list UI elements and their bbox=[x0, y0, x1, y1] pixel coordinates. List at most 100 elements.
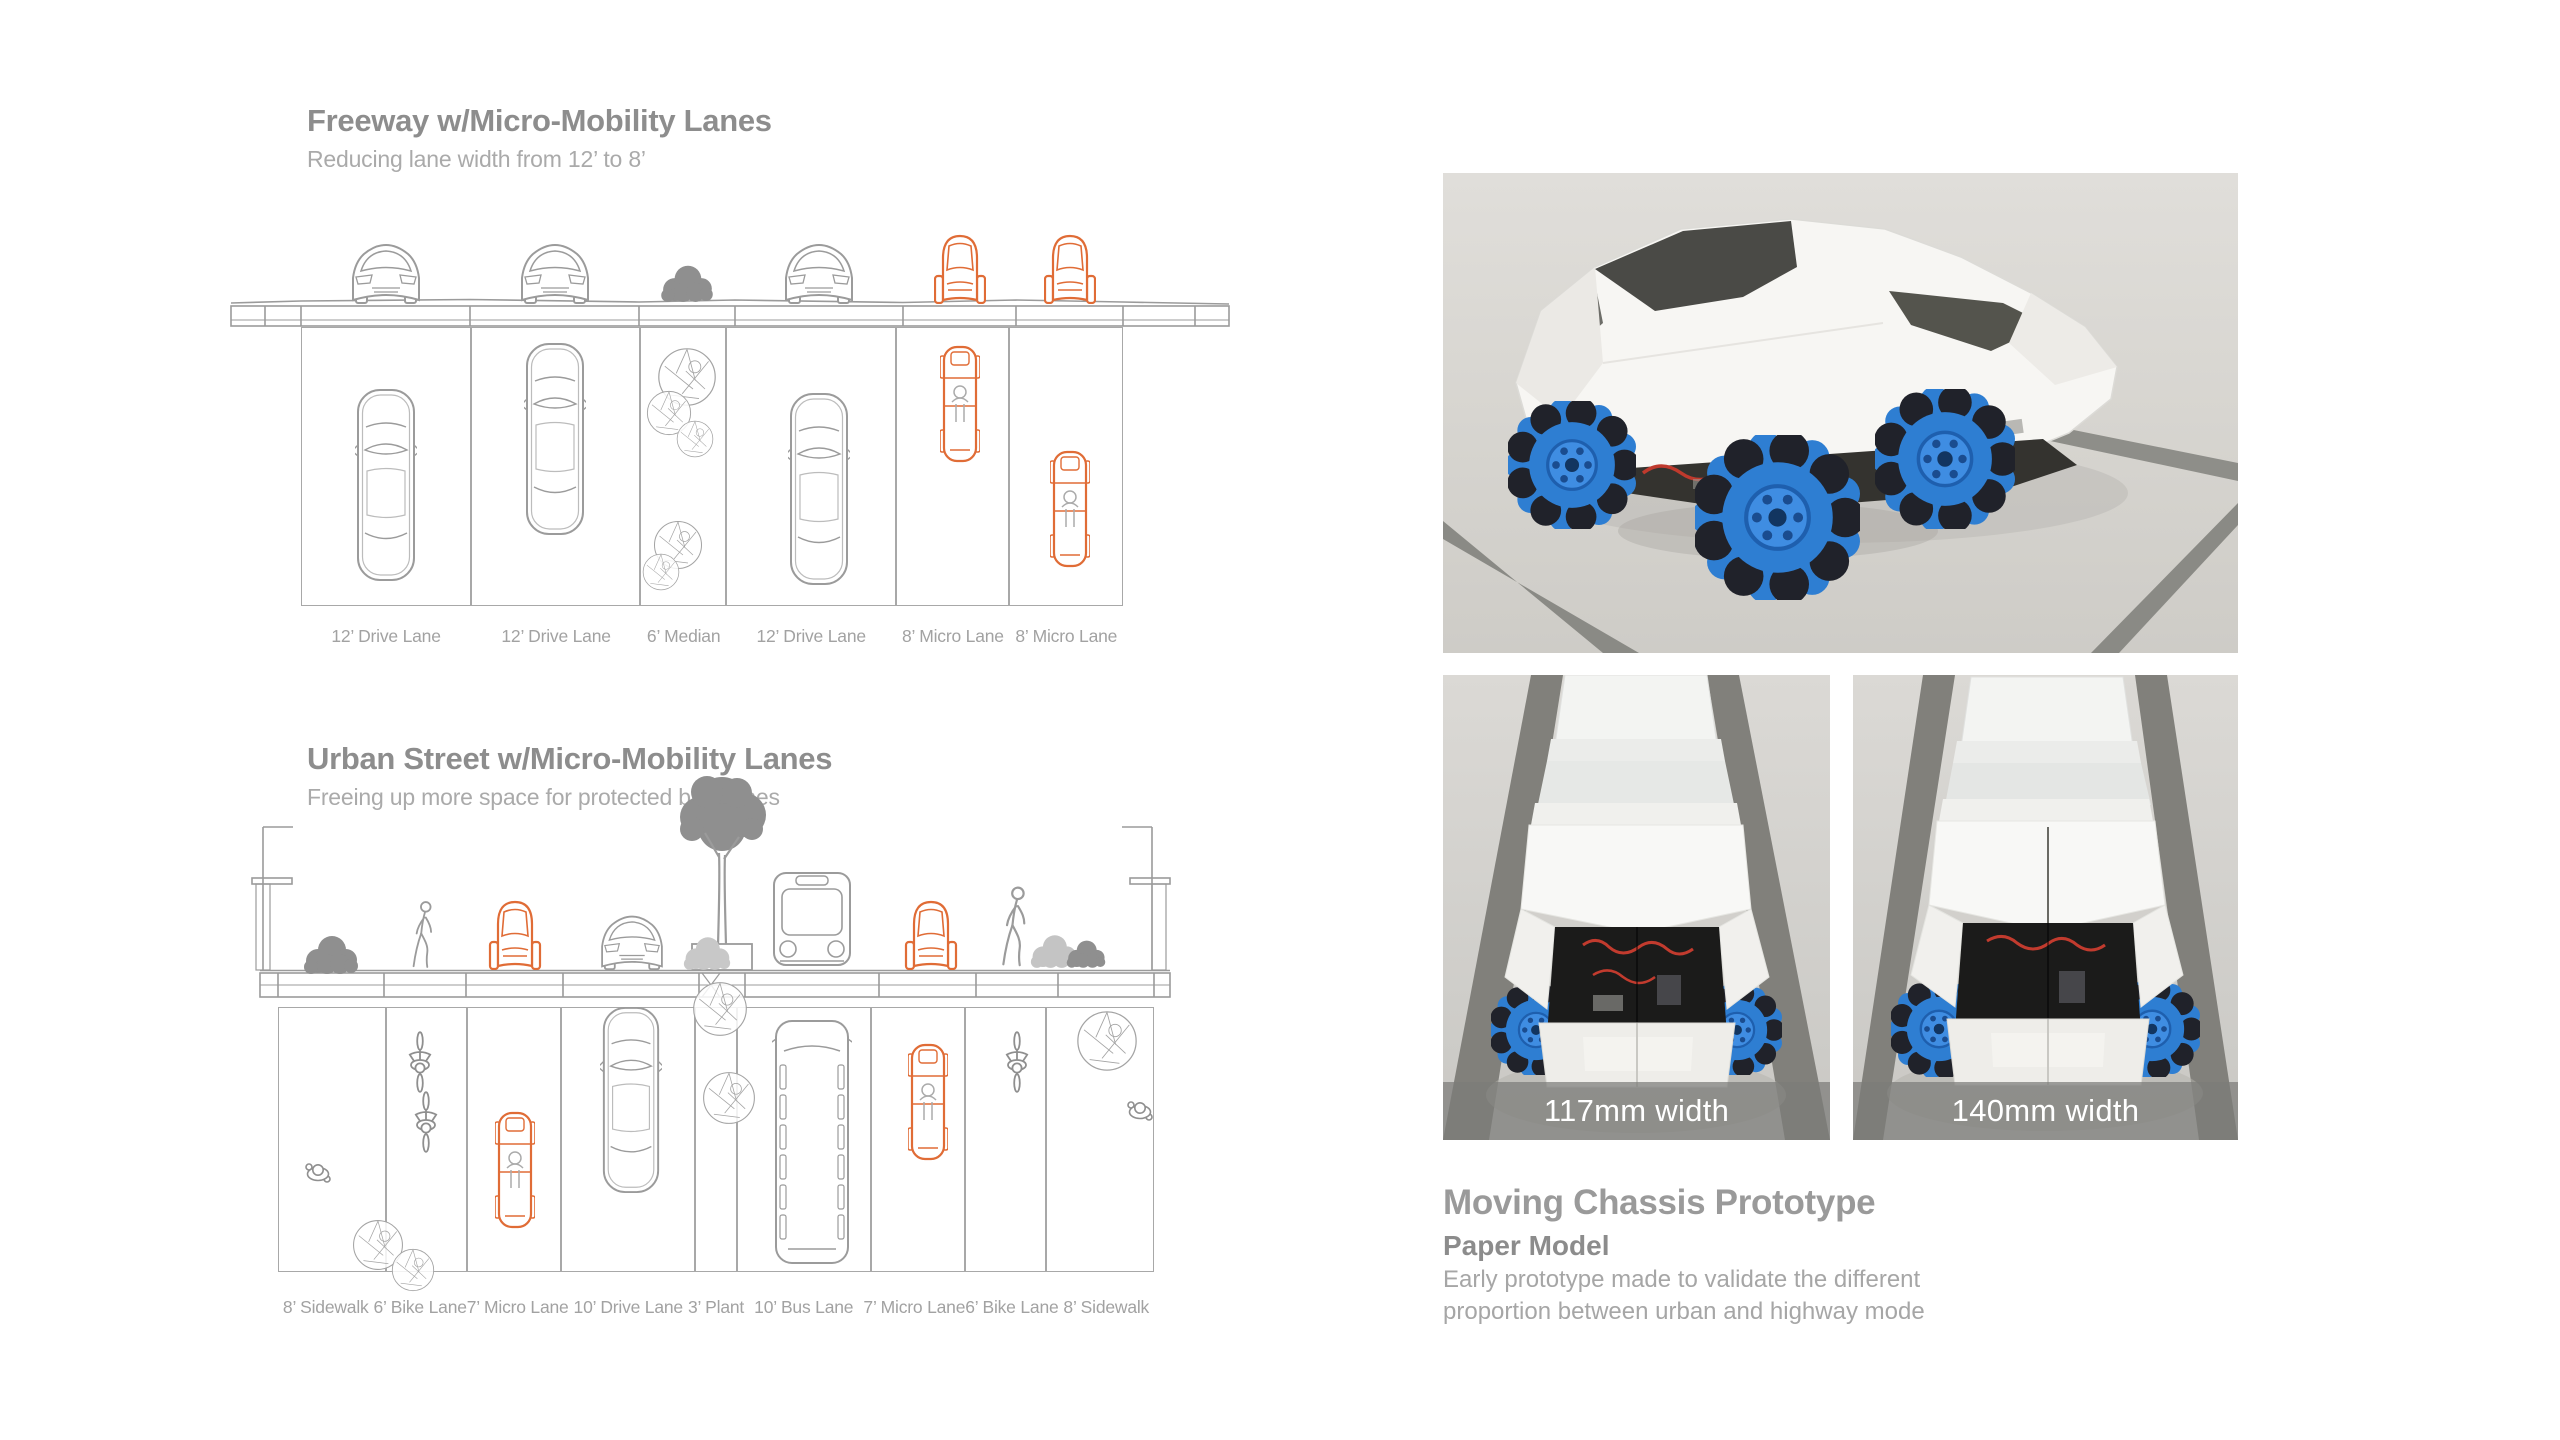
car-front-icon bbox=[352, 244, 420, 304]
prototype-117-rendering bbox=[1443, 675, 1830, 1140]
bush-icon bbox=[683, 937, 731, 970]
lane-label: 6’ Bike Lane bbox=[373, 1297, 467, 1317]
prototype-heading: Moving Chassis Prototype bbox=[1443, 1183, 1876, 1222]
tree-icon bbox=[678, 774, 768, 947]
tape-line bbox=[2135, 675, 2238, 1140]
car-front-icon bbox=[601, 915, 663, 970]
lane-label: 12’ Drive Lane bbox=[756, 626, 866, 646]
lane-label: 8’ Micro Lane bbox=[902, 626, 1004, 646]
urban-elevation-drawing bbox=[251, 774, 1171, 998]
paper-car-front bbox=[1504, 675, 1770, 1088]
photo-caption: 117mm width bbox=[1543, 1093, 1730, 1128]
prototype-description-line2: proportion between urban and highway mod… bbox=[1443, 1298, 1925, 1325]
lane-label-cell: 3’ Plant bbox=[688, 1297, 744, 1321]
lane-label-cell: 8’ Sidewalk bbox=[1059, 1297, 1154, 1321]
tree-icon bbox=[1077, 1011, 1137, 1071]
bus-front-icon bbox=[773, 872, 851, 966]
tape-line bbox=[1853, 675, 1955, 1140]
micro-vehicle-front-icon bbox=[488, 900, 542, 970]
lane-label: 6’ Median bbox=[646, 626, 721, 646]
car-top-icon bbox=[788, 393, 850, 585]
lane bbox=[695, 1007, 737, 1272]
freeway-title: Freeway w/Micro-Mobility Lanes bbox=[307, 103, 772, 138]
car-front-icon bbox=[785, 244, 853, 304]
photo-caption: 140mm width bbox=[1951, 1093, 2140, 1128]
tree-icon bbox=[703, 1072, 755, 1124]
tree-icon bbox=[642, 553, 680, 591]
bus-top-icon bbox=[772, 1020, 852, 1264]
prototype-description-line1: Early prototype made to validate the dif… bbox=[1443, 1266, 1921, 1293]
urban-title: Urban Street w/Micro-Mobility Lanes bbox=[307, 741, 833, 776]
lane-label: 12’ Drive Lane bbox=[501, 626, 611, 646]
lane-label: 3’ Plant bbox=[687, 1297, 745, 1317]
lane-label-cell: 6’ Median bbox=[641, 626, 726, 650]
prototype-140-rendering bbox=[1853, 675, 2238, 1140]
photo-caption-bar: 140mm width bbox=[1853, 1082, 2238, 1140]
tape-line bbox=[1707, 675, 1830, 1140]
cyclist-icon bbox=[414, 1091, 438, 1153]
micro-vehicle-top-icon bbox=[1050, 450, 1090, 568]
freeway-subtitle: Reducing lane width from 12’ to 8’ bbox=[307, 146, 646, 172]
tree-icon bbox=[693, 982, 747, 1036]
lane-label-cell: 8’ Micro Lane bbox=[1010, 626, 1123, 650]
car-top-icon bbox=[600, 1006, 662, 1194]
freeway-lane-labels: 12’ Drive Lane 12’ Drive Lane 6’ Median 12’… bbox=[301, 626, 1123, 650]
freeway-lanes bbox=[301, 327, 1124, 606]
tree-icon bbox=[676, 420, 714, 458]
micro-vehicle-front-icon bbox=[1044, 234, 1096, 304]
prototype-photo-140mm: 140mm width bbox=[1853, 675, 2238, 1140]
lane-label: 8’ Sidewalk bbox=[1063, 1297, 1150, 1317]
micro-vehicle-front-icon bbox=[934, 234, 986, 304]
lane-label: 7’ Micro Lane bbox=[466, 1297, 569, 1317]
lane-label-cell: 6’ Bike Lane bbox=[373, 1297, 466, 1321]
lane-label-cell: 8’ Micro Lane bbox=[896, 626, 1009, 650]
micro-vehicle-front-icon bbox=[904, 900, 958, 970]
micro-vehicle-top-icon bbox=[940, 345, 980, 463]
car-top-icon bbox=[524, 343, 586, 535]
pedestrian-icon bbox=[412, 901, 433, 968]
freeway-plan-drawing bbox=[355, 343, 1090, 591]
prototype-subheading: Paper Model bbox=[1443, 1230, 1610, 1261]
lane bbox=[895, 327, 1010, 606]
lane-label-cell: 12’ Drive Lane bbox=[471, 626, 641, 650]
lane-label: 8’ Sidewalk bbox=[282, 1297, 369, 1317]
prototype-main-rendering bbox=[1443, 173, 2238, 653]
lane-label: 10’ Drive Lane bbox=[573, 1297, 684, 1317]
lane-label: 8’ Micro Lane bbox=[1015, 626, 1118, 646]
tape-line bbox=[2091, 503, 2238, 653]
lane-label: 7’ Micro Lane bbox=[863, 1297, 966, 1317]
bush-icon bbox=[661, 265, 713, 302]
lane-label-cell: 7’ Micro Lane bbox=[467, 1297, 569, 1321]
lane-label: 6’ Bike Lane bbox=[965, 1297, 1059, 1317]
bush-icon bbox=[1066, 940, 1106, 968]
cyclist-icon bbox=[408, 1031, 432, 1093]
lane-label-cell: 7’ Micro Lane bbox=[863, 1297, 965, 1321]
pedestrian-top-icon bbox=[1127, 1101, 1153, 1121]
cyclist-icon bbox=[1005, 1031, 1029, 1093]
lane-label-cell: 10’ Drive Lane bbox=[569, 1297, 688, 1321]
lane-label: 10’ Bus Lane bbox=[754, 1297, 854, 1317]
paper-car-front bbox=[1910, 676, 2184, 1086]
prototype-photo-117mm: 117mm width bbox=[1443, 675, 1830, 1140]
pedestrian-top-icon bbox=[305, 1163, 331, 1183]
prototype-description: Early prototype made to validate the dif… bbox=[1443, 1264, 1925, 1328]
tape-line bbox=[1443, 675, 1563, 1140]
lane-label: 12’ Drive Lane bbox=[331, 626, 441, 646]
car-top-icon bbox=[355, 389, 417, 581]
micro-vehicle-top-icon bbox=[908, 1043, 948, 1161]
lane-label-cell: 10’ Bus Lane bbox=[744, 1297, 863, 1321]
tree-icon bbox=[391, 1248, 435, 1292]
car-front-icon bbox=[521, 244, 589, 304]
photo-caption-bar: 117mm width bbox=[1443, 1082, 1830, 1140]
bush-icon bbox=[304, 936, 358, 974]
pedestrian-icon bbox=[1002, 886, 1026, 967]
urban-plan-drawing bbox=[305, 982, 1153, 1292]
lane-label-cell: 6’ Bike Lane bbox=[965, 1297, 1058, 1321]
lane-label-cell: 12’ Drive Lane bbox=[301, 626, 471, 650]
micro-vehicle-top-icon bbox=[495, 1111, 535, 1229]
prototype-photo-main bbox=[1443, 173, 2238, 653]
lane bbox=[965, 1007, 1047, 1272]
lane-label-cell: 8’ Sidewalk bbox=[278, 1297, 373, 1321]
